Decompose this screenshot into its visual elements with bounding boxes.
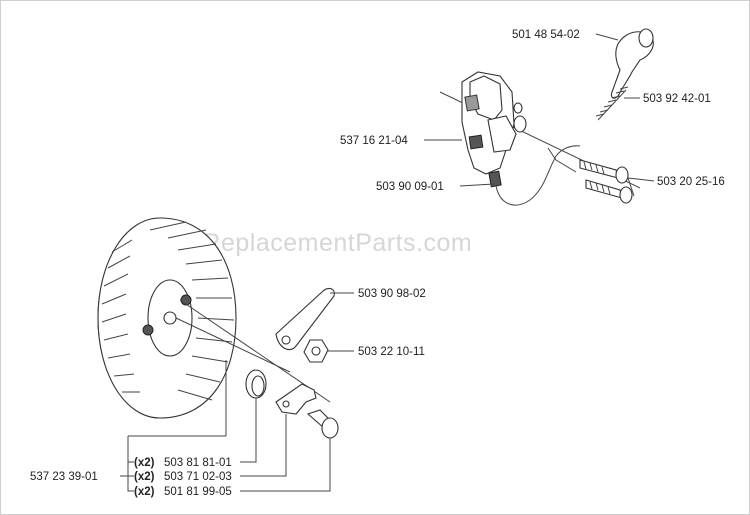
spark-plug-cap	[610, 28, 654, 99]
qty-503-81-81-01: (x2)	[134, 457, 155, 469]
pawl-plate	[275, 383, 317, 415]
screw-upper	[579, 159, 629, 184]
watermark: eReplacementParts.com	[188, 229, 472, 257]
leader-lines	[120, 33, 655, 492]
label-501-81-99-05: 501 81 99-05	[164, 486, 232, 498]
retaining-ring	[245, 369, 267, 399]
label-503-81-81-01: 503 81 81-01	[164, 457, 232, 469]
label-503-71-02-03: 503 71 02-03	[164, 471, 232, 483]
spring	[595, 86, 629, 121]
label-503-90-98-02: 503 90 98-02	[358, 288, 426, 300]
shoulder-bolt	[306, 409, 339, 439]
ignition-module-group	[439, 28, 654, 206]
label-537-16-21-04: 537 16 21-04	[340, 135, 408, 147]
label-501-48-54-02: 501 48 54-02	[512, 29, 580, 41]
flywheel	[97, 217, 237, 419]
label-503-20-25-16: 503 20 25-16	[657, 176, 725, 188]
qty-501-81-99-05: (x2)	[134, 486, 155, 498]
label-503-92-42-01: 503 92 42-01	[643, 93, 711, 105]
ignition-module	[461, 71, 581, 206]
label-503-22-10-11: 503 22 10-11	[358, 346, 425, 358]
label-537-23-39-01: 537 23 39-01	[30, 471, 98, 483]
qty-503-71-02-03: (x2)	[134, 471, 155, 483]
nut	[303, 339, 329, 363]
axis-line-lower	[175, 317, 291, 373]
flywheel-group	[97, 217, 339, 439]
screw-lower	[585, 179, 633, 204]
pawl-arm	[275, 287, 335, 351]
label-503-90-09-01: 503 90 09-01	[376, 181, 444, 193]
